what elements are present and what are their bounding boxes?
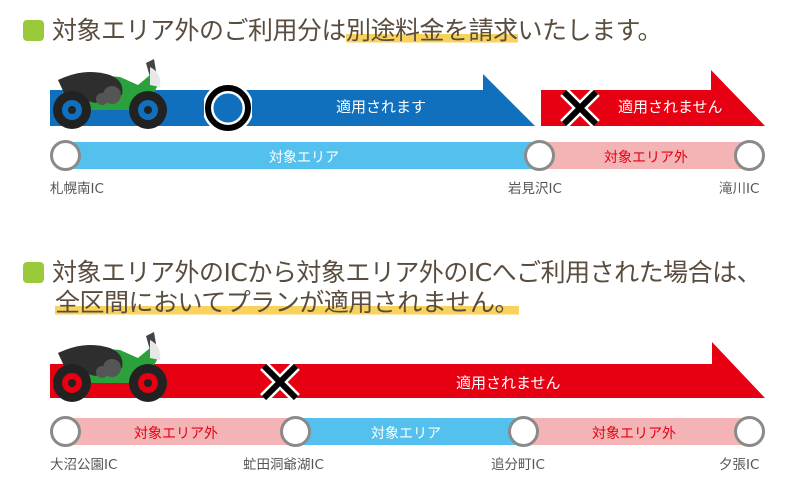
route-bar-2: 対象エリア外 対象エリア 対象エリア外 bbox=[0, 416, 808, 458]
cross-icon bbox=[260, 362, 300, 402]
segment-label: 対象エリア外 bbox=[604, 150, 688, 166]
segment-label: 対象エリア bbox=[371, 426, 441, 442]
not-applied-label: 適用されません bbox=[456, 374, 561, 392]
segment-out-area: 対象エリア外 bbox=[524, 418, 751, 445]
heading-text: 対象エリア外のご利用分は bbox=[52, 16, 347, 45]
section1-heading: 対象エリア外のご利用分は別途料金を請求いたします。 bbox=[23, 16, 663, 46]
segment-label: 対象エリア bbox=[269, 150, 339, 166]
ic-node bbox=[734, 416, 765, 447]
heading-text-end: いたします。 bbox=[517, 16, 663, 45]
bullet-square-icon bbox=[23, 262, 44, 283]
ic-node bbox=[524, 140, 555, 171]
segment-out-area: 対象エリア外 bbox=[541, 142, 751, 169]
applied-label: 適用されます bbox=[336, 98, 427, 116]
ic-label: 札幌南IC bbox=[50, 181, 104, 197]
ic-label: 追分町IC bbox=[491, 457, 545, 473]
heading-highlight: 別途料金を請求 bbox=[346, 16, 518, 45]
applied-arrow bbox=[50, 74, 535, 126]
not-applied-label: 適用されません bbox=[618, 98, 723, 116]
ic-label: 大沼公園IC bbox=[50, 457, 118, 473]
ic-label: 岩見沢IC bbox=[508, 181, 562, 197]
segment-out-area: 対象エリア外 bbox=[66, 418, 296, 445]
circle-icon bbox=[204, 84, 252, 132]
ic-label: 虻田洞爺湖IC bbox=[243, 457, 324, 473]
ic-node bbox=[280, 416, 311, 447]
route-bar-1: 対象エリア 対象エリア外 bbox=[0, 140, 808, 182]
section2-heading: 対象エリア外のICから対象エリア外のICへご利用された場合は、 bbox=[23, 258, 762, 288]
motorcycle-icon bbox=[53, 59, 167, 129]
not-applied-arrow bbox=[50, 342, 765, 398]
ic-node bbox=[50, 416, 81, 447]
ic-node bbox=[734, 140, 765, 171]
not-applied-arrow bbox=[541, 70, 765, 126]
segment-in-area: 対象エリア bbox=[66, 142, 541, 169]
heading-highlight: 全区間においてプランが適用されません。 bbox=[55, 288, 520, 317]
bullet-square-icon bbox=[23, 20, 44, 41]
motorcycle-icon bbox=[53, 332, 167, 402]
section2-heading-line2: 全区間においてプランが適用されません。 bbox=[55, 288, 520, 318]
segment-label: 対象エリア外 bbox=[592, 426, 676, 442]
segment-label: 対象エリア外 bbox=[134, 426, 218, 442]
cross-icon bbox=[560, 88, 600, 128]
ic-label: 滝川IC bbox=[719, 181, 760, 197]
heading-line1: 対象エリア外のICから対象エリア外のICへご利用された場合は、 bbox=[52, 258, 762, 287]
ic-node bbox=[50, 140, 81, 171]
segment-in-area: 対象エリア bbox=[296, 418, 524, 445]
ic-node bbox=[508, 416, 539, 447]
ic-label: 夕張IC bbox=[719, 457, 760, 473]
